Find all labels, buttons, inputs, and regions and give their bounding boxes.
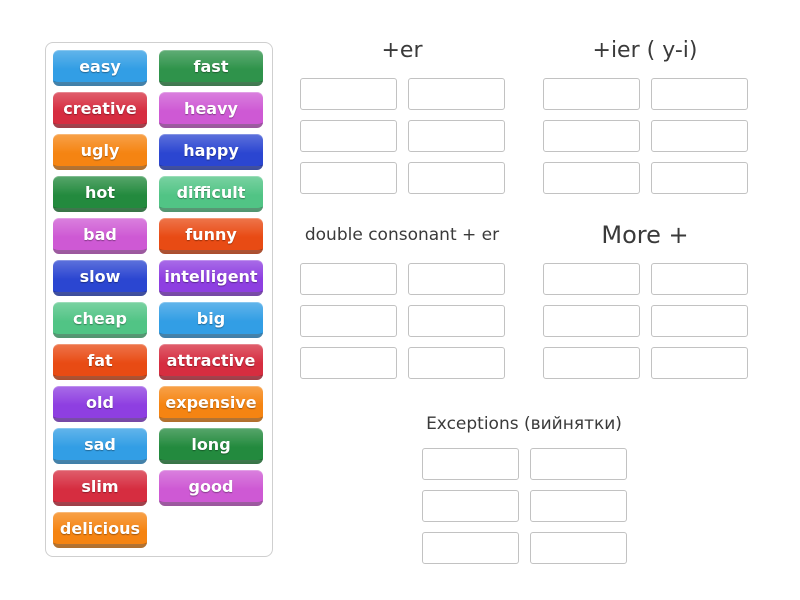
drop-slot[interactable]: [299, 263, 397, 295]
word-tile[interactable]: creative: [53, 92, 147, 128]
group-exceptions: Exceptions (вийнятки): [421, 400, 627, 564]
word-tile[interactable]: funny: [159, 218, 263, 254]
group-more-slots: [542, 263, 748, 379]
drop-slot[interactable]: [299, 347, 397, 379]
drop-slot[interactable]: [407, 120, 505, 152]
group-er-slots: [299, 78, 505, 194]
drop-slot[interactable]: [542, 78, 640, 110]
group-ier: +ier ( y-i): [542, 22, 748, 194]
word-tile[interactable]: good: [159, 470, 263, 506]
word-tile[interactable]: heavy: [159, 92, 263, 128]
word-tile[interactable]: slim: [53, 470, 147, 506]
drop-slot[interactable]: [407, 263, 505, 295]
drop-slot[interactable]: [421, 532, 519, 564]
word-tile[interactable]: sad: [53, 428, 147, 464]
drop-slot[interactable]: [421, 448, 519, 480]
word-tile[interactable]: attractive: [159, 344, 263, 380]
word-tile[interactable]: difficult: [159, 176, 263, 212]
drop-slot[interactable]: [650, 78, 748, 110]
drop-slot[interactable]: [650, 120, 748, 152]
word-tile[interactable]: expensive: [159, 386, 263, 422]
word-tile[interactable]: hot: [53, 176, 147, 212]
drop-slot[interactable]: [407, 347, 505, 379]
group-title: double consonant + er: [304, 225, 500, 245]
word-tile[interactable]: old: [53, 386, 147, 422]
drop-slot[interactable]: [650, 162, 748, 194]
word-tile[interactable]: easy: [53, 50, 147, 86]
word-bank: easy fast creative heavy ugly happy hot …: [45, 42, 273, 557]
drop-slot[interactable]: [407, 162, 505, 194]
drop-slot[interactable]: [650, 263, 748, 295]
group-more: More +: [542, 207, 748, 379]
group-title: More +: [601, 221, 689, 249]
drop-slot[interactable]: [407, 305, 505, 337]
drop-slot[interactable]: [542, 162, 640, 194]
word-tile[interactable]: fat: [53, 344, 147, 380]
group-er: +er: [299, 22, 505, 194]
word-tile[interactable]: long: [159, 428, 263, 464]
drop-slot[interactable]: [650, 305, 748, 337]
group-title: Exceptions (вийнятки): [426, 414, 622, 434]
drop-slot[interactable]: [299, 305, 397, 337]
group-ier-slots: [542, 78, 748, 194]
drop-slot[interactable]: [542, 120, 640, 152]
drop-slot[interactable]: [421, 490, 519, 522]
drop-slot[interactable]: [299, 78, 397, 110]
drop-slot[interactable]: [542, 263, 640, 295]
word-tile[interactable]: intelligent: [159, 260, 263, 296]
word-tile[interactable]: happy: [159, 134, 263, 170]
word-tile[interactable]: delicious: [53, 512, 147, 548]
group-title: +er: [381, 37, 423, 63]
drop-slot[interactable]: [650, 347, 748, 379]
group-title: +ier ( y-i): [592, 37, 698, 63]
word-tile[interactable]: bad: [53, 218, 147, 254]
word-tile[interactable]: cheap: [53, 302, 147, 338]
word-tile[interactable]: slow: [53, 260, 147, 296]
drop-slot[interactable]: [529, 532, 627, 564]
drop-slot[interactable]: [299, 162, 397, 194]
drop-slot[interactable]: [299, 120, 397, 152]
group-exceptions-slots: [421, 448, 627, 564]
drop-slot[interactable]: [407, 78, 505, 110]
group-double-consonant: double consonant + er: [299, 207, 505, 379]
drop-slot[interactable]: [529, 448, 627, 480]
drop-slot[interactable]: [529, 490, 627, 522]
group-double-consonant-slots: [299, 263, 505, 379]
word-tile[interactable]: big: [159, 302, 263, 338]
word-tile[interactable]: fast: [159, 50, 263, 86]
drop-slot[interactable]: [542, 305, 640, 337]
word-tile[interactable]: ugly: [53, 134, 147, 170]
drop-slot[interactable]: [542, 347, 640, 379]
